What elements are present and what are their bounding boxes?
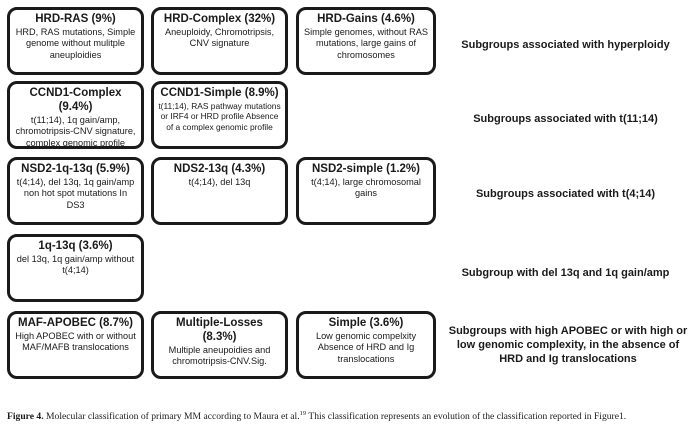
row-label-del13q-1q: Subgroup with del 13q and 1q gain/amp <box>461 267 670 279</box>
row-label-t11-14: Subgroups associated with t(11;14) <box>473 113 658 125</box>
box-nds2-13q: NDS2-13q (4.3%) t(4;14), del 13q <box>151 157 288 225</box>
box-title: CCND1-Simple (8.9%) <box>160 87 279 99</box>
row-label-hyperploidy: Subgroups associated with hyperploidy <box>461 39 670 51</box>
box-title: NSD2-1q-13q (5.9%) <box>21 163 130 175</box>
box-nsd2-simple: NSD2-simple (1.2%) t(4;14), large chromo… <box>296 157 436 225</box>
box-title: NDS2-13q (4.3%) <box>173 163 266 175</box>
caption-label: Figure 4. <box>7 411 44 423</box>
box-description: del 13q, 1q gain/amp without t(4;14) <box>16 254 135 276</box>
box-simple: Simple (3.6%) Low genomic compelxity Abs… <box>296 311 436 379</box>
box-description: t(4;14), del 13q <box>188 177 251 187</box>
box-title: CCND1-Complex (9.4%) <box>29 87 122 113</box>
caption-text-continued: This classification represents an evolut… <box>306 411 627 423</box>
box-nsd2-1q-13q: NSD2-1q-13q (5.9%) t(4;14), del 13q, 1q … <box>7 157 144 225</box>
box-description: t(11;14), 1q gain/amp, chromotripsis-CNV… <box>15 115 136 148</box>
box-title: HRD-Gains (4.6%) <box>317 13 415 25</box>
row-label-t4-14: Subgroups associated with t(4;14) <box>475 188 656 200</box>
box-title: HRD-RAS (9%) <box>35 13 116 25</box>
box-maf-apobec: MAF-APOBEC (8.7%) High APOBEC with or wi… <box>7 311 144 379</box>
box-description: HRD, RAS mutations, Simple genome withou… <box>15 27 136 60</box>
box-hrd-complex: HRD-Complex (32%) Aneuploidy, Chromotrip… <box>151 7 288 75</box>
box-ccnd1-simple: CCND1-Simple (8.9%) t(11;14), RAS pathwa… <box>151 81 288 149</box>
box-multiple-losses: Multiple-Losses (8.3%) Multiple aneupoid… <box>151 311 288 379</box>
caption-reference: 19 <box>299 410 307 417</box>
box-ccnd1-complex: CCND1-Complex (9.4%) t(11;14), 1q gain/a… <box>7 81 144 149</box>
box-title: 1q-13q (3.6%) <box>38 240 113 252</box>
caption-text: Molecular classification of primary MM a… <box>43 411 300 423</box>
box-title: Multiple-Losses (8.3%) <box>176 317 263 343</box>
box-description: t(11;14), RAS pathway mutations or IRF4 … <box>158 101 281 132</box>
box-description: Simple genomes, without RAS mutations, l… <box>303 27 429 60</box>
box-description: Aneuploidy, Chromotripsis, CNV signature <box>164 27 275 49</box>
box-description: Low genomic compelxity Absence of HRD an… <box>315 331 417 364</box>
row-label-apobec-complexity: Subgroups with high APOBEC or with high … <box>448 325 688 365</box>
box-description: Multiple aneupoidies and chromotripsis-C… <box>168 345 271 367</box>
box-title: MAF-APOBEC (8.7%) <box>17 317 133 329</box>
box-description: t(4;14), large chromosomal gains <box>311 177 421 199</box>
box-1q-13q: 1q-13q (3.6%) del 13q, 1q gain/amp witho… <box>7 234 144 302</box>
box-title: NSD2-simple (1.2%) <box>311 163 420 175</box>
box-title: Simple (3.6%) <box>328 317 404 329</box>
box-title: HRD-Complex (32%) <box>163 13 276 25</box>
box-hrd-ras: HRD-RAS (9%) HRD, RAS mutations, Simple … <box>7 7 144 75</box>
box-description: High APOBEC with or without MAF/MAFB tra… <box>15 331 136 353</box>
figure-caption: Figure 4. Molecular classification of pr… <box>7 408 687 423</box>
box-hrd-gains: HRD-Gains (4.6%) Simple genomes, without… <box>296 7 436 75</box>
box-description: t(4;14), del 13q, 1q gain/amp non hot sp… <box>16 177 135 210</box>
